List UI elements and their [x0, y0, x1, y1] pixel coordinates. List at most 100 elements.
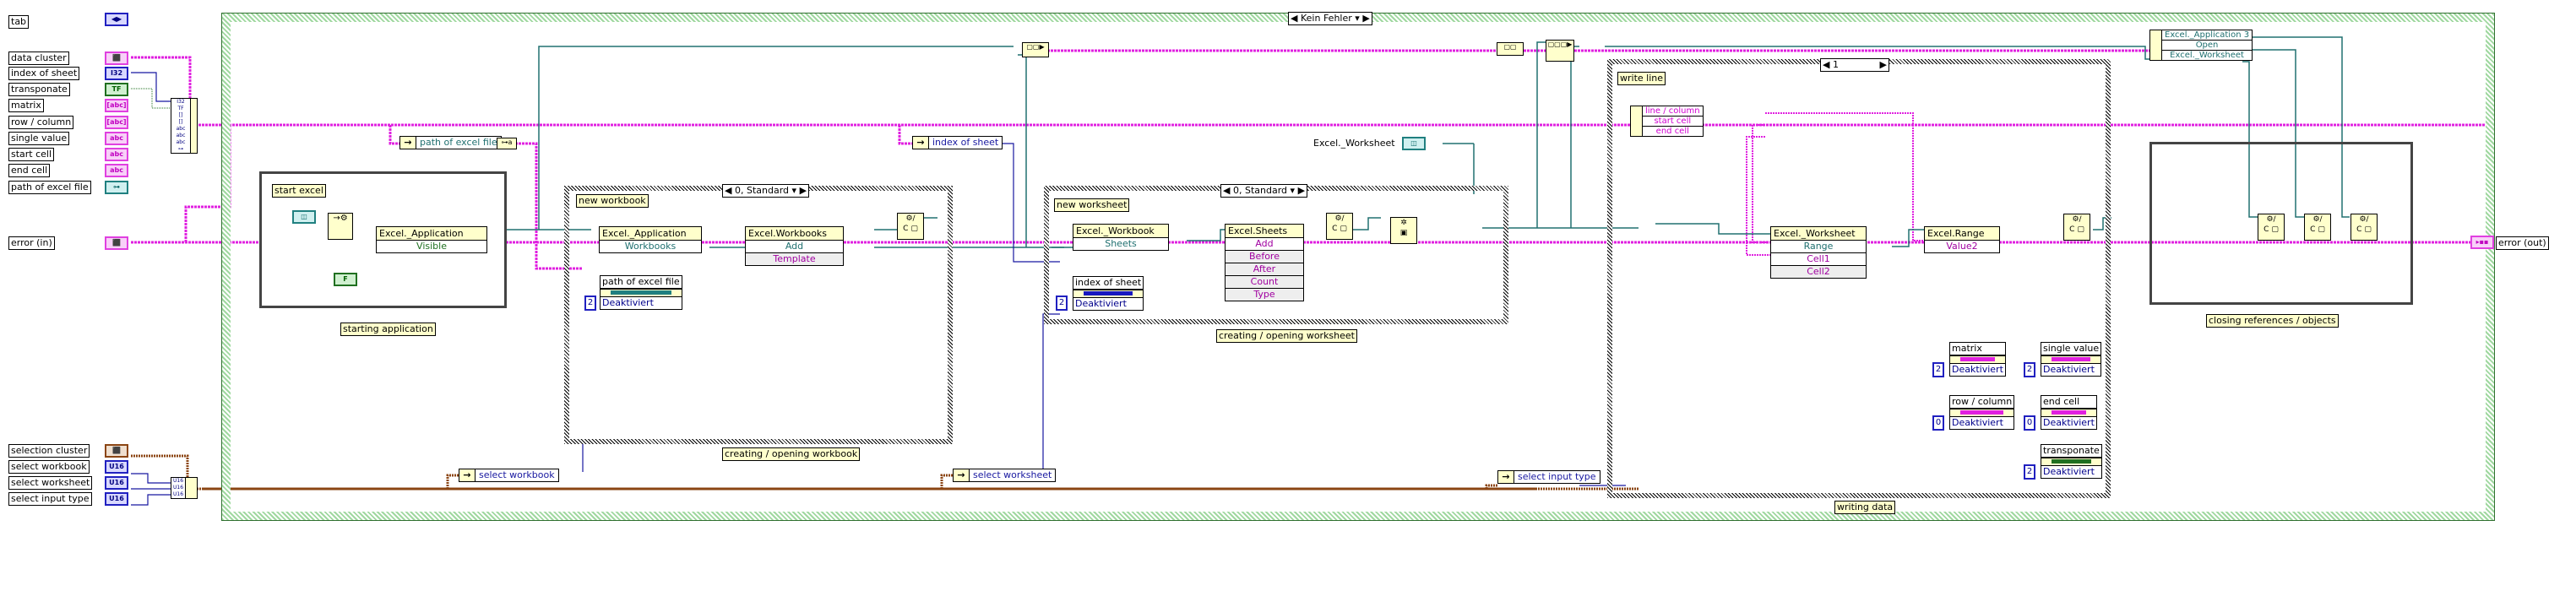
select-workbook-terminal[interactable]: U16: [105, 460, 128, 474]
end-cell-terminal[interactable]: abc: [105, 164, 128, 177]
workbook-case-selector[interactable]: ◀0, Standard ▾▶: [722, 184, 810, 198]
label-selection-cluster: selection cluster: [8, 444, 90, 458]
worksheet-case-selector[interactable]: ◀0, Standard ▾▶: [1220, 184, 1308, 198]
close-reference-icon: ⚙/C ▢: [2063, 214, 2090, 241]
unbundle-path-field: path of excel file: [420, 137, 497, 148]
label-select-worksheet: select worksheet: [8, 476, 93, 490]
transponate-terminal[interactable]: TF: [105, 83, 128, 96]
unbundle-select-input-type-field: select input type: [1518, 471, 1596, 482]
numeric-constant[interactable]: 0: [2024, 415, 2035, 431]
caption-creating-opening-worksheet: creating / opening worksheet: [1216, 329, 1357, 343]
note-write-line: write line: [1617, 72, 1666, 85]
param-count: Count: [1226, 276, 1303, 289]
error-in-terminal[interactable]: ⬛: [105, 236, 128, 250]
disable-structure-path: path of excel file Deaktiviert: [600, 275, 682, 310]
unbundle-write-fields: line / column start cell end cell: [1630, 106, 1704, 137]
label-transponate: transponate: [8, 83, 70, 96]
error-case-value: Kein Fehler: [1301, 13, 1352, 24]
label-end-cell: end cell: [8, 164, 51, 177]
node-header: Excel.Range: [1925, 227, 1999, 241]
unbundle-index: →index of sheet: [912, 136, 1003, 149]
path-terminal[interactable]: ⊶: [105, 181, 128, 194]
close-reference-icon: ⚙/C ▢: [2258, 214, 2285, 241]
property-workbooks: Workbooks: [624, 241, 677, 252]
unbundle-close-refs: Excel._Application 3 Open Excel._Workshe…: [2149, 30, 2253, 61]
param-cell1: Cell1: [1771, 253, 1866, 266]
disable-label: end cell: [2041, 395, 2097, 409]
node-header: Excel._Application: [377, 227, 486, 241]
excel-worksheet-range-node[interactable]: Excel._Worksheet Range Cell1 Cell2: [1770, 226, 1867, 279]
bundle-port: []: [178, 112, 183, 118]
note-new-workbook: new workbook: [576, 194, 649, 208]
label-tab: tab: [8, 15, 30, 29]
start-cell-terminal[interactable]: abc: [105, 148, 128, 161]
unbundle-select-workbook: →select workbook: [459, 469, 559, 482]
false-constant[interactable]: F: [334, 273, 357, 286]
disable-structure-end-cell: end cell Deaktiviert: [2041, 395, 2097, 430]
error-case-selector[interactable]: ◀Kein Fehler ▾▶: [1288, 12, 1372, 25]
matrix-terminal[interactable]: [abc]: [105, 99, 128, 112]
select-worksheet-terminal[interactable]: U16: [105, 476, 128, 490]
variant-to-data-icon: ✲▣: [1390, 217, 1417, 244]
node-header: Excel.Workbooks: [746, 227, 843, 241]
node-header: Excel._Worksheet: [1771, 227, 1866, 241]
label-error-out: error (out): [2496, 236, 2549, 250]
workbook-case-value: 0, Standard: [735, 185, 790, 196]
field-open: Open: [2162, 41, 2253, 51]
tab-terminal[interactable]: ◀▶: [105, 13, 128, 26]
disable-label: path of excel file: [600, 275, 682, 289]
label-row-column: row / column: [8, 116, 74, 129]
disable-value: Deaktiviert: [2041, 364, 2102, 377]
writing-case-selector[interactable]: ◀1▶: [1820, 58, 1889, 72]
unbundle-select-worksheet-field: select worksheet: [973, 469, 1052, 480]
unbundle-index-field: index of sheet: [932, 137, 999, 148]
error-out-indicator[interactable]: ▸▪▪: [2470, 236, 2494, 249]
excel-workbooks-node[interactable]: Excel.Workbooks Add Template: [745, 226, 844, 266]
bundle-port: I32: [177, 99, 185, 105]
bundle-refs-icon: ▢▢▢▶: [1546, 40, 1574, 62]
disable-value: Deaktiviert: [1949, 364, 2006, 377]
numeric-constant[interactable]: 2: [1056, 296, 1068, 311]
bundle-port: U16: [172, 485, 184, 491]
disable-structure-index: index of sheet Deaktiviert: [1073, 276, 1144, 311]
bundle-port: U16: [172, 491, 184, 497]
select-input-type-terminal[interactable]: U16: [105, 492, 128, 506]
worksheet-refnum-constant: ◫: [1402, 137, 1426, 150]
excel-workbook-sheets-node[interactable]: Excel._Workbook Sheets: [1073, 224, 1169, 251]
bundle-port: abc: [176, 133, 186, 138]
disable-value: Deaktiviert: [1949, 417, 2015, 430]
numeric-constant[interactable]: 2: [584, 296, 596, 311]
selection-cluster-terminal[interactable]: ⬛: [105, 444, 128, 458]
param-before: Before: [1226, 251, 1303, 263]
note-new-worksheet: new worksheet: [1054, 198, 1130, 212]
disable-structure-matrix: matrix Deaktiviert: [1949, 342, 2006, 377]
note-start-excel: start excel: [272, 184, 326, 198]
workbook-case-structure[interactable]: [564, 186, 953, 444]
label-start-cell: start cell: [8, 148, 55, 161]
caption-starting-application: starting application: [340, 323, 436, 336]
excel-range-node[interactable]: Excel.Range Value2: [1924, 226, 2000, 253]
disable-value: Deaktiviert: [2041, 466, 2102, 479]
numeric-constant[interactable]: 2: [2024, 464, 2035, 480]
bundle-port: abc: [176, 126, 186, 132]
automation-refnum-constant: ◫: [292, 210, 316, 224]
node-header: Excel._Workbook: [1073, 225, 1168, 238]
close-reference-icon: ⚙/C ▢: [897, 213, 924, 240]
caption-closing-references: closing references / objects: [2206, 314, 2339, 328]
numeric-constant[interactable]: 0: [1932, 415, 1944, 431]
excel-application-node[interactable]: Excel._Application Visible: [376, 226, 487, 253]
field-end-cell: end cell: [1655, 127, 1689, 136]
numeric-constant[interactable]: 2: [1932, 362, 1944, 377]
bundle-port: TF: [177, 106, 184, 111]
numeric-constant[interactable]: 2: [2024, 362, 2035, 377]
bundle-node-data: I32 TF [] [] abc abc abc ⊶: [171, 98, 198, 154]
row-column-terminal[interactable]: [abc]: [105, 116, 128, 129]
unbundle-refs-icon: ▢▢: [1497, 42, 1524, 56]
excel-sheets-node[interactable]: Excel.Sheets Add Before After Count Type: [1225, 224, 1304, 301]
index-of-sheet-terminal[interactable]: I32: [105, 67, 128, 80]
bundle-port: abc: [176, 139, 186, 145]
data-cluster-terminal[interactable]: ⬛: [105, 52, 128, 65]
single-value-terminal[interactable]: abc: [105, 132, 128, 145]
excel-application-workbooks-node[interactable]: Excel._Application Workbooks: [599, 226, 702, 253]
disable-label: single value: [2041, 342, 2102, 355]
